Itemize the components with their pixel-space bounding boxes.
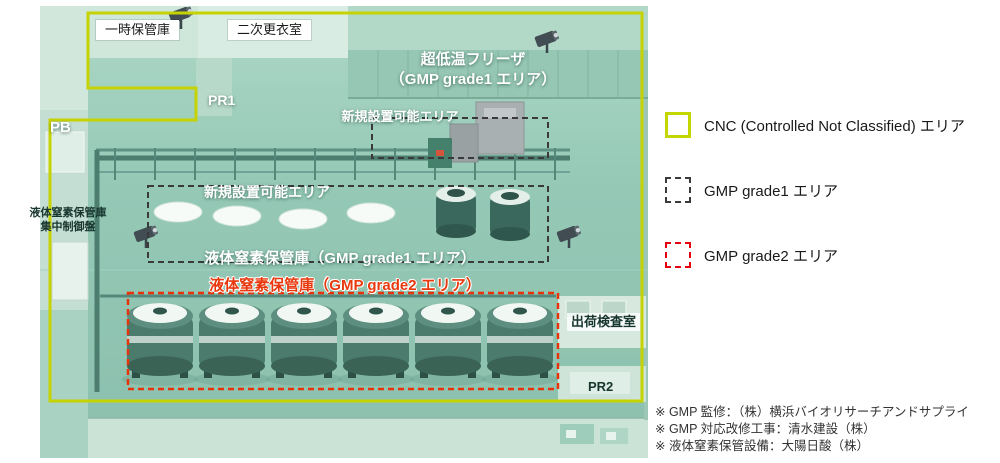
gmp-grade1-boundary-storage bbox=[147, 185, 549, 263]
cnc-area-swatch-icon bbox=[665, 112, 691, 138]
label-new-area-mid: 新規設置可能エリア bbox=[204, 184, 330, 200]
legend-label-grade2: GMP grade2 エリア bbox=[704, 247, 838, 265]
room-pb bbox=[45, 131, 85, 173]
legend-label-cnc: CNC (Controlled Not Classified) エリア bbox=[704, 117, 965, 135]
cnc-area-boundary bbox=[48, 11, 644, 403]
label-temporary-storage: 一時保管庫 bbox=[96, 20, 180, 41]
label-control-panel-line2: 集中制御盤 bbox=[40, 221, 96, 233]
footnote-gmp-construction: ※ GMP 対応改修工事：清水建設（株） bbox=[655, 422, 876, 436]
gmp-grade2-boundary bbox=[126, 291, 560, 391]
legend-item-grade1: GMP grade1 エリア bbox=[665, 177, 838, 203]
ln2-tank bbox=[194, 303, 270, 386]
gmp-grade2-swatch-icon bbox=[665, 242, 691, 268]
room-pr1 bbox=[196, 58, 232, 116]
available-positions bbox=[153, 201, 396, 230]
label-pr2: PR2 bbox=[588, 379, 614, 394]
label-ln2-grade2-area: 液体窒素保管庫（GMP grade2 エリア） bbox=[209, 277, 481, 294]
ln2-tank bbox=[266, 303, 342, 386]
label-freezer-line2: （GMP grade1 エリア） bbox=[389, 71, 557, 88]
ln2-tank bbox=[482, 303, 558, 386]
label-freezer-line1: 超低温フリーザ bbox=[420, 51, 526, 68]
label-secondary-changing-room: 二次更衣室 bbox=[228, 20, 312, 41]
label-control-panel-line1: 液体窒素保管庫 bbox=[29, 207, 107, 219]
ln2-tank-small bbox=[436, 186, 476, 238]
legend-label-grade1: GMP grade1 エリア bbox=[704, 182, 838, 200]
ultra-low-freezer-units bbox=[428, 101, 525, 168]
label-shipping-inspection-room: 出荷検査室 bbox=[567, 313, 641, 332]
legend-item-grade2: GMP grade2 エリア bbox=[665, 242, 838, 268]
ln2-tank bbox=[122, 303, 198, 386]
footnote-gmp-supervision: ※ GMP 監修：（株）横浜バイオリサーチアンドサプライ bbox=[655, 405, 969, 419]
ln2-tank-small bbox=[490, 189, 530, 241]
label-ln2-grade1-area: 液体窒素保管庫（GMP grade1 エリア） bbox=[204, 250, 476, 267]
footnote-ln2-equipment: ※ 液体窒素保管設備：大陽日酸（株） bbox=[655, 439, 869, 453]
legend-item-cnc: CNC (Controlled Not Classified) エリア bbox=[665, 112, 965, 138]
control-panel-cabinet bbox=[51, 241, 89, 301]
label-new-area-top: 新規設置可能エリア bbox=[341, 109, 459, 124]
label-pr1: PR1 bbox=[208, 92, 236, 108]
label-pb: PB bbox=[50, 119, 71, 136]
gmp-grade1-boundary-freezer bbox=[371, 117, 549, 159]
ln2-tank bbox=[410, 303, 486, 386]
gmp-grade1-swatch-icon bbox=[665, 177, 691, 203]
ln2-tank bbox=[338, 303, 414, 386]
